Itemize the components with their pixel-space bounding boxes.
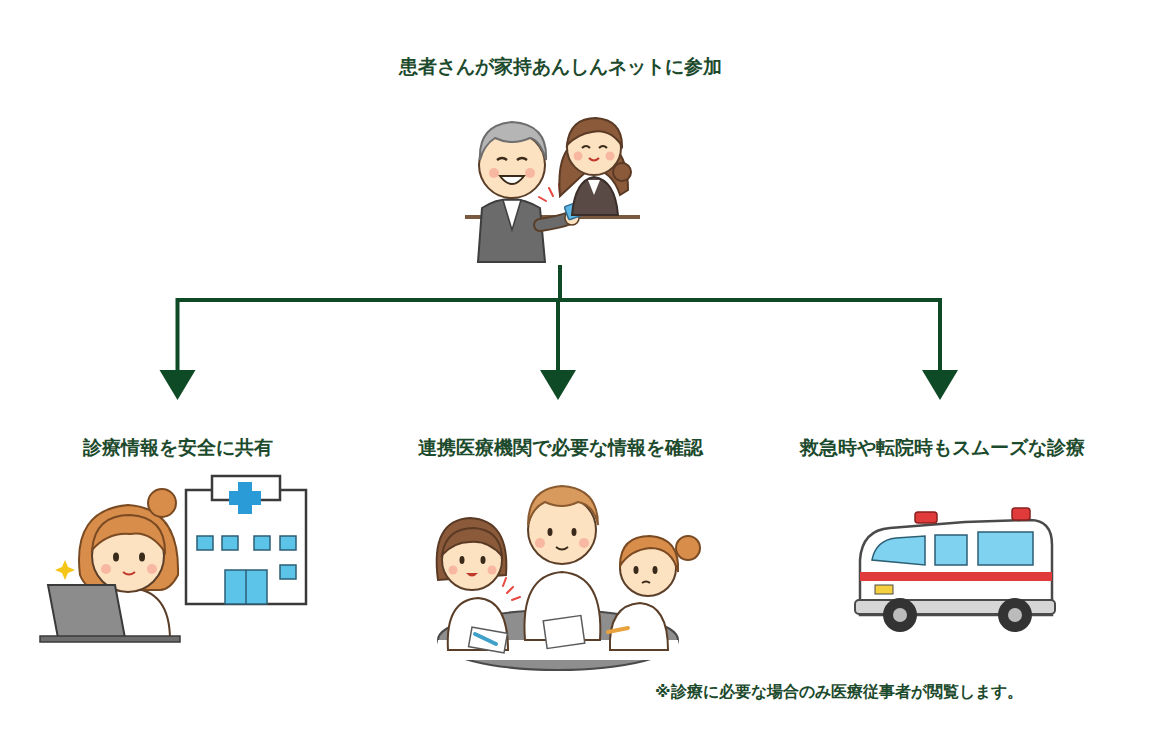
hospital-illustration-part [225, 570, 267, 604]
hospital-illustration-part [197, 536, 213, 550]
hospital-illustration-part [280, 565, 296, 579]
patient-illustration-part [497, 158, 527, 160]
hospital-illustration-part [92, 515, 165, 552]
patient-illustration-part [582, 146, 607, 148]
arrow-head [922, 370, 958, 400]
hospital-illustration-part [254, 536, 270, 550]
arrow-head [160, 370, 196, 400]
meeting-illustration-part [449, 566, 458, 575]
meeting-illustration-part [556, 547, 568, 550]
meeting-illustration-part [572, 528, 577, 536]
ambulance-illustration-part [875, 585, 893, 594]
ambulance-illustration-part [935, 535, 967, 565]
hospital-illustration-part [113, 553, 119, 562]
meeting-illustration-part [475, 634, 496, 644]
branch-arrow [160, 267, 561, 400]
patient-illustration-part [574, 152, 583, 161]
patient-illustration-part [572, 177, 618, 215]
meeting-illustration-part [481, 556, 486, 564]
meeting-illustration-part [469, 627, 508, 653]
hospital-illustration [40, 476, 306, 642]
meeting-illustration-part [442, 528, 502, 556]
meeting-illustration-part [676, 536, 700, 560]
hospital-illustration-part [123, 572, 135, 575]
patient-illustration-part [500, 176, 524, 184]
step-heading: 診療情報を安全に共有 [40, 434, 315, 460]
patient-illustration-part [539, 184, 560, 201]
hospital-illustration-part [55, 560, 75, 580]
step-heading: 救急時や転院時もスムーズな診療 [800, 434, 1080, 460]
patient-illustration-part [613, 163, 631, 181]
patient-illustration-part [480, 122, 546, 160]
hospital-illustration-part [48, 585, 125, 638]
illustrated-step: 診療情報を安全に共有 [40, 400, 315, 650]
meeting-illustration-part [488, 566, 497, 575]
ambulance-illustration-part [1012, 508, 1030, 520]
patient-illustration-part [525, 168, 535, 178]
hospital-illustration-part [229, 482, 261, 514]
meeting-illustration-part [620, 536, 678, 572]
ambulance-illustration-part [860, 572, 1052, 581]
illustrated-step: 救急時や転院時もスムーズな診療 [800, 400, 1080, 640]
meeting-illustration-part [634, 566, 639, 574]
patient-illustration-part [478, 199, 545, 262]
hospital-illustration-part [280, 536, 296, 550]
ambulance-illustration-part [883, 598, 917, 632]
patient-illustration-part [606, 152, 615, 161]
patient-illustration-part [567, 118, 622, 146]
branch-arrow [540, 267, 576, 400]
step-heading: 連携医療機関で必要な情報を確認 [418, 434, 698, 460]
hospital-illustration-part [40, 636, 180, 642]
meeting-illustration-part [548, 528, 553, 536]
patient-illustration-part [489, 168, 499, 178]
meeting-illustration-part [579, 538, 589, 548]
hospital-illustration-part [147, 564, 157, 574]
meeting-illustration [437, 486, 700, 670]
branch-line [178, 267, 561, 370]
meeting-illustration-part [503, 578, 520, 600]
meeting-illustration-part [642, 582, 650, 584]
hospital-illustration-part [101, 564, 111, 574]
meeting-illustration-part [543, 615, 585, 648]
patient-illustration [465, 118, 640, 262]
hospital-illustration-part [148, 489, 176, 517]
meeting-illustration-part [535, 538, 545, 548]
ambulance-illustration-part [893, 608, 907, 622]
meeting-illustration-part [460, 556, 465, 564]
meeting-illustration-part [610, 603, 668, 650]
ambulance-illustration-part [872, 536, 925, 565]
meeting-illustration-part [653, 566, 658, 574]
ambulance-illustration-part [915, 512, 937, 523]
branch-line [558, 267, 560, 370]
hospital-illustration-part [222, 536, 238, 550]
ambulance-illustration [855, 508, 1055, 632]
arrow-head [540, 370, 576, 400]
hospital-illustration-part [139, 553, 145, 562]
illustrated-step: 連携医療機関で必要な情報を確認 [418, 400, 698, 655]
patient-illustration-part [588, 180, 600, 195]
illustrated-step: 患者さんが家持あんしんネットに参加 [380, 45, 740, 267]
hospital-illustration-part [245, 570, 247, 604]
patient-illustration-part [503, 200, 521, 230]
footnote: ※診療に必要な場合のみ医療従事者が閲覧します。 [655, 681, 1023, 703]
meeting-illustration-part [608, 628, 628, 632]
meeting-illustration-part [466, 573, 478, 577]
step-heading: 患者さんが家持あんしんネットに参加 [380, 53, 740, 79]
ambulance-illustration-part [978, 532, 1033, 565]
branch-arrow [560, 267, 958, 400]
ambulance-illustration-part [1008, 608, 1022, 622]
ambulance-illustration-part [998, 598, 1032, 632]
branch-line [560, 267, 940, 370]
patient-illustration-part [589, 158, 599, 161]
meeting-illustration-part [528, 486, 598, 525]
